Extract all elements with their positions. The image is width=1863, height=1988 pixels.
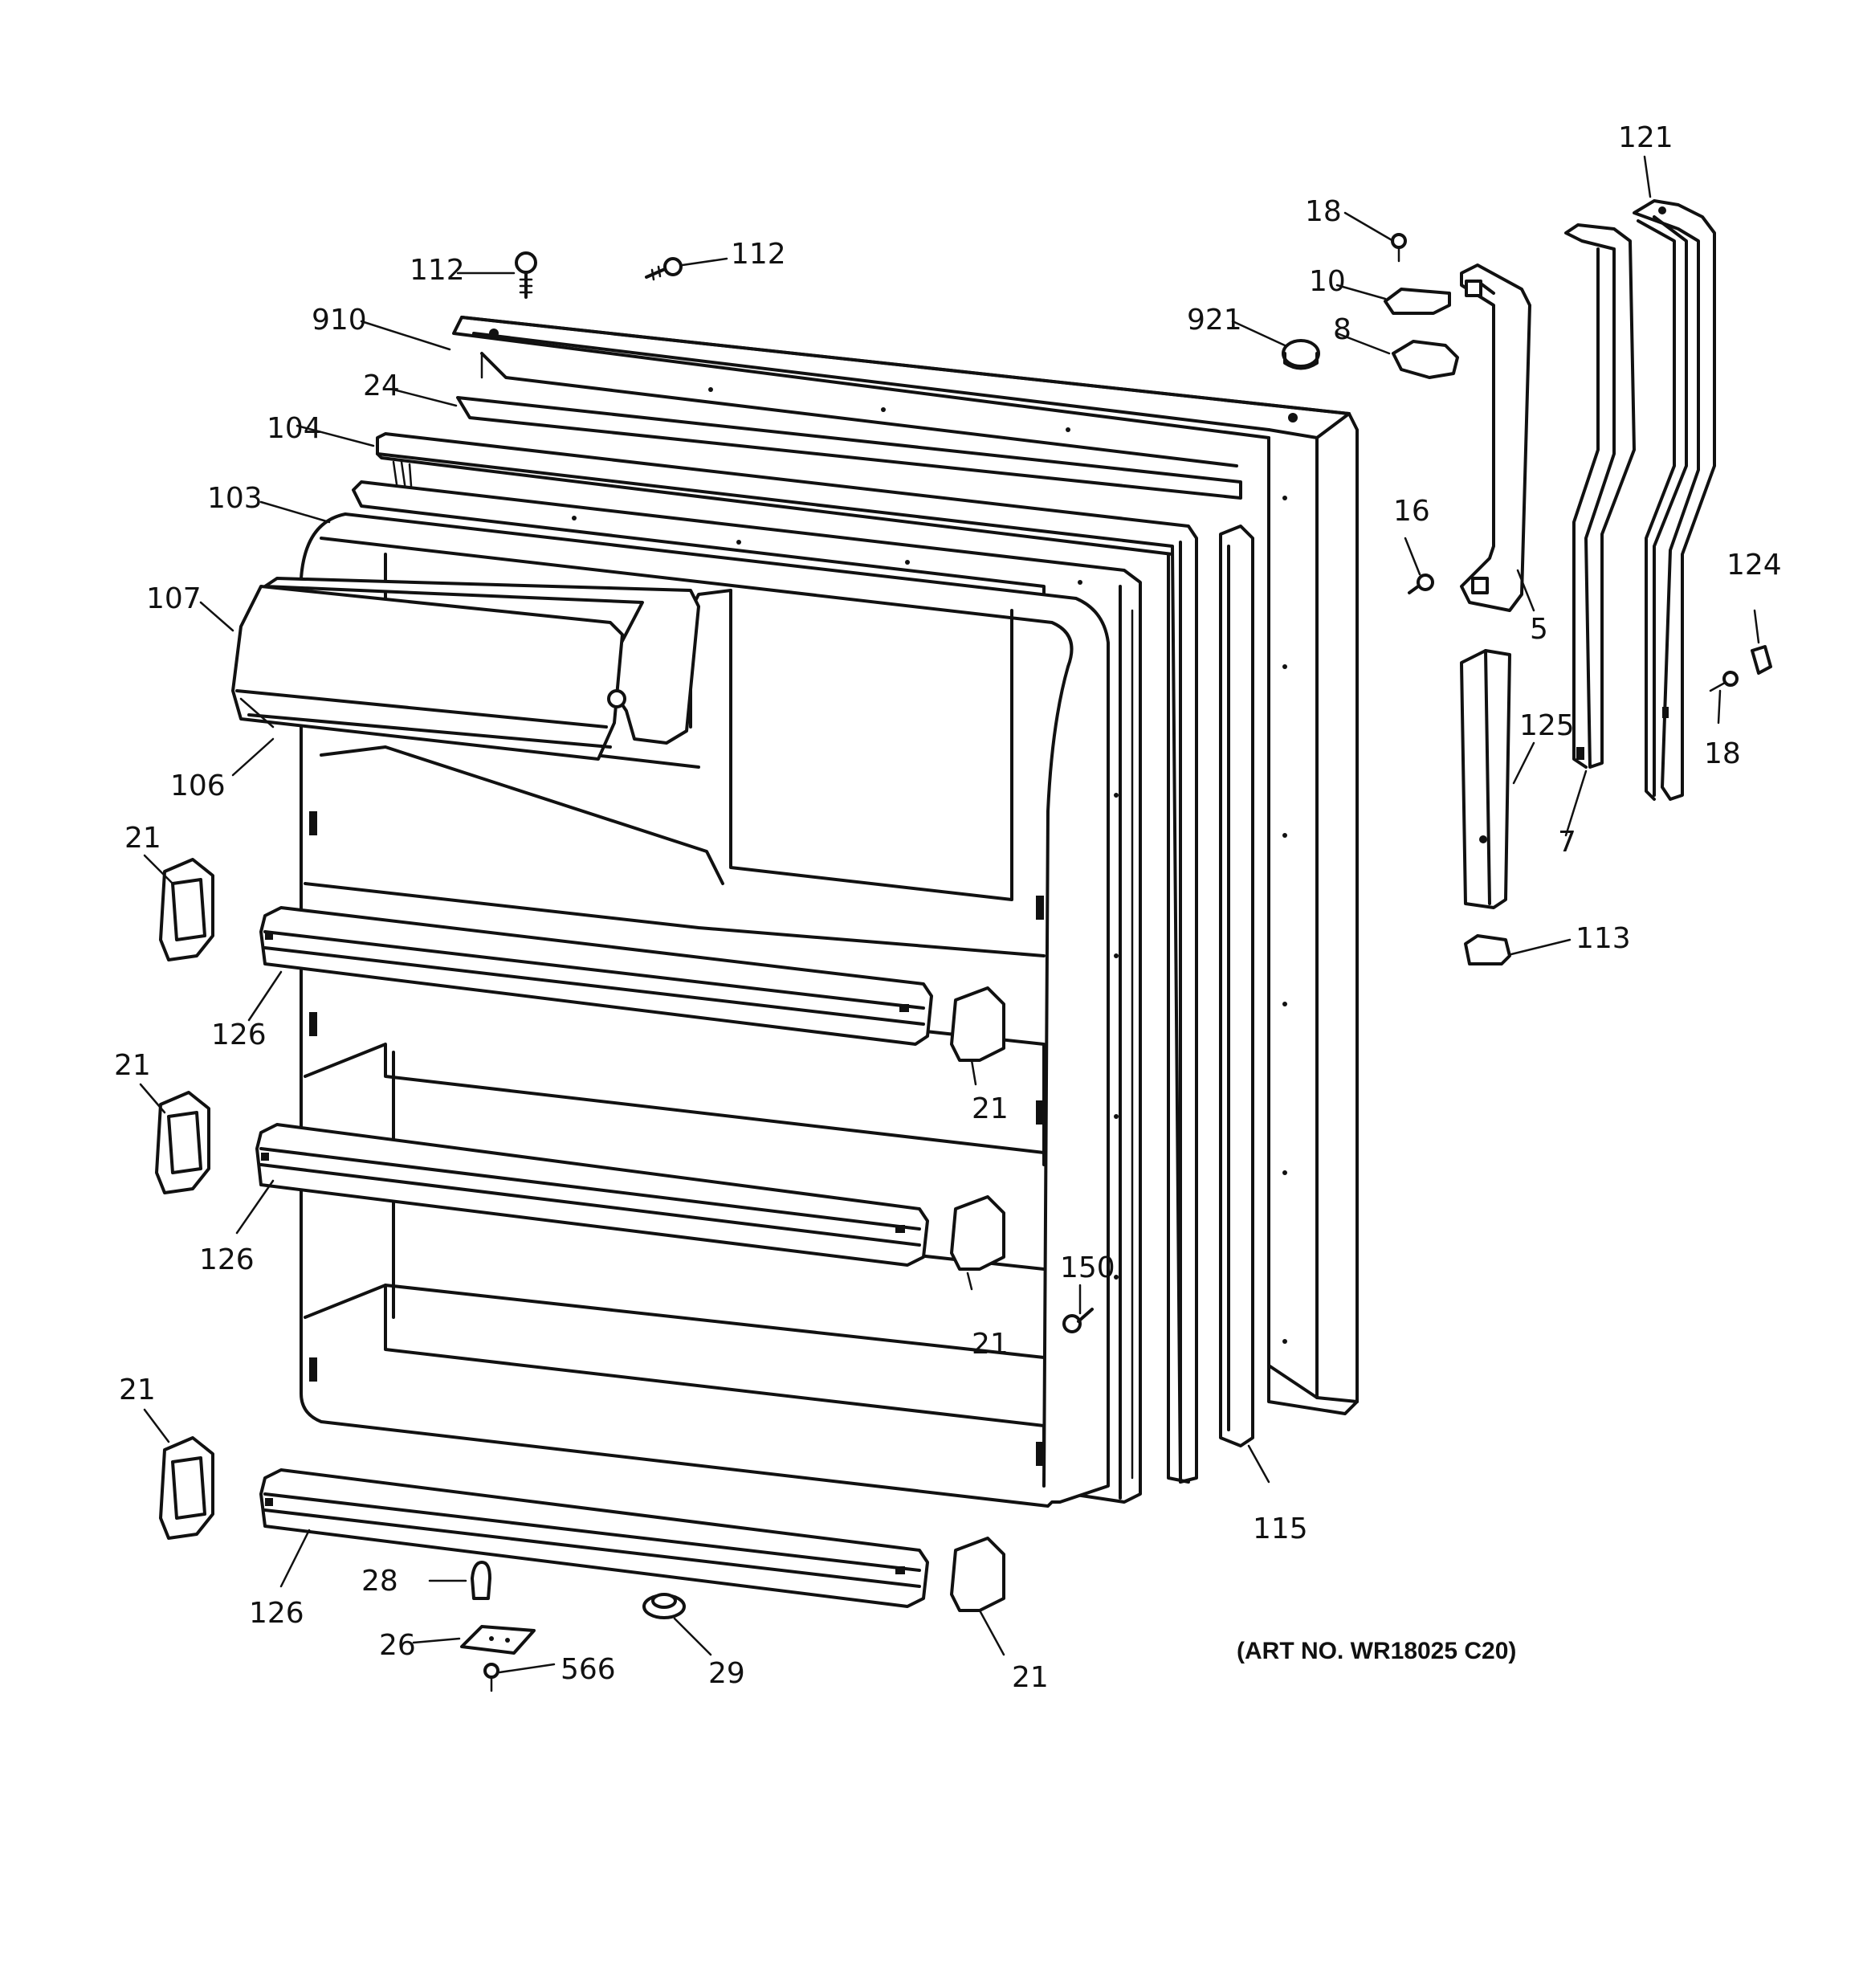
callout-28: 28	[361, 1565, 398, 1598]
screw-16	[1408, 574, 1434, 594]
shelf-end-cap-left-2	[155, 1091, 210, 1194]
door-handle-121	[1633, 199, 1716, 801]
callout-103: 103	[207, 482, 263, 515]
callout-126b: 126	[199, 1243, 255, 1276]
callout-29: 29	[708, 1657, 745, 1690]
screw-18-top	[1391, 233, 1407, 263]
door-gasket-strip	[1219, 525, 1254, 1447]
screw-18-right	[1709, 671, 1739, 692]
callout-21a: 21	[124, 822, 161, 855]
callout-labels: 112 112 910 24 104 103 107 106 21 126 21…	[114, 121, 1782, 1694]
callout-150: 150	[1060, 1251, 1115, 1284]
callout-10: 10	[1309, 265, 1346, 298]
handle-bracket	[1460, 263, 1531, 612]
screw-566	[483, 1663, 499, 1692]
leader-lines	[139, 155, 1760, 1674]
shelf-bar-lower	[259, 1468, 929, 1608]
hinge-pin-10	[1384, 288, 1451, 315]
callout-124: 124	[1726, 549, 1782, 582]
dairy-compartment	[231, 577, 700, 761]
callout-7: 7	[1558, 826, 1576, 859]
callout-18a: 18	[1305, 195, 1342, 228]
callout-8: 8	[1333, 313, 1351, 346]
callout-107: 107	[146, 582, 202, 615]
callout-21b: 21	[972, 1092, 1009, 1125]
shelf-end-cap-right-2	[950, 1195, 1005, 1271]
callout-910: 910	[312, 304, 367, 337]
callout-104: 104	[267, 412, 322, 445]
callout-121: 121	[1618, 121, 1673, 154]
hinge-cover-8	[1392, 340, 1459, 379]
callout-24: 24	[363, 369, 400, 402]
callout-18b: 18	[1704, 737, 1741, 770]
shelf-end-cap-left-3	[159, 1436, 214, 1540]
callout-21f: 21	[1012, 1661, 1049, 1694]
screw-112-left	[515, 251, 537, 299]
shelf-bar-upper	[259, 906, 933, 1046]
art-number: (ART NO. WR18025 C20)	[1237, 1638, 1516, 1664]
shelf-end-cap-left-1	[159, 858, 214, 961]
screw-112-right	[645, 257, 683, 281]
callout-112b: 112	[731, 238, 786, 271]
shelf-end-cap-right-3	[950, 1537, 1005, 1612]
callout-5: 5	[1530, 613, 1548, 646]
callout-921: 921	[1187, 304, 1242, 337]
shelf-end-cap-right-1	[950, 986, 1005, 1062]
bumper-28	[471, 1561, 491, 1600]
screw-150	[1062, 1308, 1094, 1333]
shelf-bar-middle	[255, 1123, 929, 1267]
callout-106: 106	[170, 769, 226, 802]
callout-126c: 126	[249, 1597, 304, 1630]
callout-26: 26	[379, 1629, 416, 1662]
clip-124	[1751, 645, 1772, 675]
callout-112a: 112	[410, 254, 465, 287]
callout-115: 115	[1253, 1512, 1308, 1545]
callout-16: 16	[1393, 495, 1430, 528]
door-gasket-frame	[376, 432, 1198, 1484]
callout-21c: 21	[114, 1049, 151, 1082]
door-trim-strip	[456, 396, 1242, 500]
callout-566: 566	[561, 1653, 616, 1686]
callout-126a: 126	[211, 1018, 267, 1051]
handle-section	[1460, 649, 1511, 909]
outer-door-panel	[452, 316, 1359, 1415]
hinge-plug	[1282, 339, 1320, 370]
callout-113: 113	[1576, 922, 1631, 955]
callout-21d: 21	[972, 1328, 1009, 1361]
callout-125: 125	[1519, 709, 1575, 742]
callout-21e: 21	[119, 1374, 156, 1406]
door-handle-7	[1564, 223, 1636, 769]
hinge-plate-26	[460, 1625, 536, 1655]
handle-end-cap-113	[1464, 934, 1511, 965]
bumper-29	[642, 1593, 686, 1619]
